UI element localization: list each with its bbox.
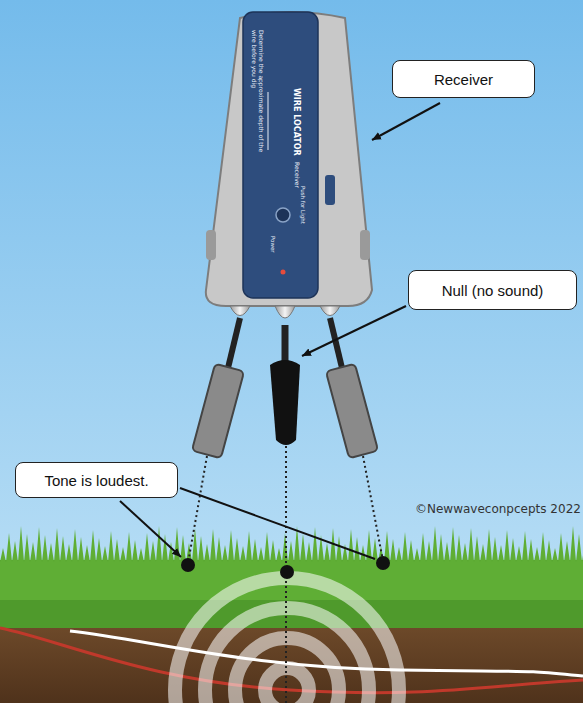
- device-note: Determine the approximate depth of the w…: [250, 30, 264, 158]
- receiver-device: [206, 12, 372, 306]
- grass-blades: [0, 526, 583, 600]
- device-title: WIRE LOCATOR: [292, 88, 301, 156]
- callout-box: Receiver: [392, 60, 535, 98]
- callout-text: Receiver: [434, 71, 493, 88]
- callout-text: Null (no sound): [442, 282, 544, 299]
- ground-points: [181, 556, 390, 579]
- left-handle: [192, 364, 244, 459]
- probe-leads: [188, 446, 383, 703]
- power-label: Power: [270, 236, 276, 253]
- device-subtitle: Receiver: [293, 162, 300, 188]
- watermark: ©Newwaveconpcepts 2022: [415, 503, 581, 517]
- null-probe: [270, 360, 300, 445]
- callout-text: Tone is loudest.: [44, 472, 148, 489]
- right-handle: [326, 364, 378, 459]
- callout-box: Tone is loudest.: [15, 462, 178, 498]
- button-label: Push for Light: [300, 186, 306, 224]
- probe-tips: [230, 306, 340, 318]
- callout-box: Null (no sound): [408, 270, 577, 310]
